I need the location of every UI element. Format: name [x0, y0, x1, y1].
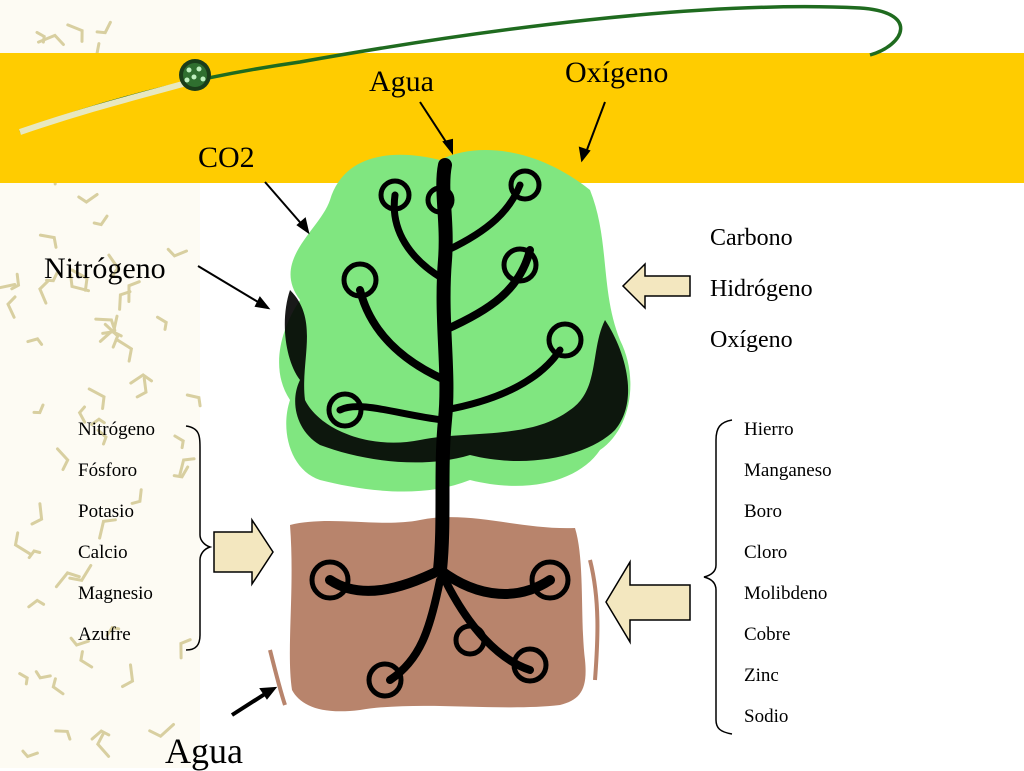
braces: [185, 419, 733, 735]
pattern-stroke: [10, 272, 21, 291]
pattern-stroke: [34, 670, 52, 680]
pattern-stroke: [30, 502, 44, 526]
pattern-stroke: [178, 457, 196, 477]
pattern-stroke: [35, 30, 46, 44]
pattern-stroke: [70, 268, 89, 292]
pattern-stroke: [77, 405, 87, 424]
macronutrient-item: Fósforo: [78, 460, 138, 481]
pattern-stroke: [90, 729, 111, 741]
macronutrient-list: Nitrógeno Fósforo Potasio Calcio Magnesi…: [78, 420, 155, 666]
pattern-stroke: [96, 428, 108, 446]
leaf-nutrient-item: Hidrógeno: [710, 276, 813, 302]
label-agua-top: Agua: [369, 65, 434, 98]
arrow-micronutrients: [605, 559, 691, 645]
pattern-stroke: [38, 279, 50, 305]
macronutrient-item: Magnesio: [78, 583, 153, 604]
brace-micronutrients: [703, 419, 733, 735]
pattern-stroke: [105, 625, 121, 637]
micronutrient-item: Cobre: [744, 624, 791, 645]
leaf-nutrient-list: Carbono Hidrógeno Oxígeno: [710, 226, 813, 379]
pattern-stroke: [94, 317, 117, 332]
pattern-stroke: [32, 403, 45, 415]
pattern-stroke: [21, 749, 39, 759]
pointer-arrows: [197, 101, 606, 717]
pattern-stroke: [103, 322, 120, 349]
pattern-stroke: [69, 636, 90, 647]
pattern-stroke: [69, 273, 90, 293]
pattern-stroke: [54, 571, 81, 589]
pattern-stroke: [130, 488, 143, 505]
pattern-stroke: [185, 393, 202, 408]
pattern-stroke: [107, 253, 120, 279]
pattern-stroke: [56, 447, 70, 471]
arrow-leaf-nutrients: [621, 262, 691, 310]
pattern-stroke: [98, 329, 123, 343]
label-co2: CO2: [198, 141, 255, 174]
pattern-stroke: [13, 531, 32, 556]
pattern-stroke: [87, 387, 106, 410]
pattern-stroke: [45, 270, 59, 283]
pattern-stroke: [95, 732, 111, 758]
pattern-stroke: [0, 283, 17, 290]
pattern-stroke: [38, 233, 58, 249]
pattern-stroke: [68, 564, 93, 582]
pattern-stroke: [118, 290, 132, 311]
pattern-stroke: [156, 315, 168, 331]
macronutrient-item: Nitrógeno: [78, 419, 156, 440]
macronutrient-item: Calcio: [78, 542, 128, 563]
pattern-stroke: [121, 663, 135, 688]
pattern-stroke: [26, 337, 44, 346]
pattern-stroke: [127, 280, 141, 303]
micronutrient-item: Boro: [744, 501, 782, 522]
tree-foliage: [279, 150, 631, 492]
arrow-macronutrients: [213, 517, 274, 587]
leaf-nutrient-item: Oxígeno: [710, 327, 793, 353]
pattern-stroke: [54, 729, 72, 741]
macronutrient-item: Potasio: [78, 501, 134, 522]
micronutrient-list: Hierro Manganeso Boro Cloro Molibdeno Co…: [744, 420, 832, 748]
pattern-stroke: [51, 677, 65, 696]
label-nitrogeno-air: Nitrógeno: [44, 252, 166, 285]
pattern-stroke: [27, 598, 46, 609]
micronutrient-item: Hierro: [744, 419, 794, 440]
pattern-stroke: [79, 650, 94, 669]
pattern-stroke: [66, 23, 84, 43]
pattern-stroke: [90, 417, 106, 426]
decorative-swoosh: [19, 4, 903, 135]
pattern-stroke: [18, 672, 29, 686]
pattern-stroke: [129, 373, 153, 385]
label-agua-bottom: Agua: [165, 731, 243, 771]
pattern-stroke: [77, 193, 99, 204]
macronutrient-item: Azufre: [78, 624, 131, 645]
micronutrient-item: Molibdeno: [744, 583, 828, 604]
pattern-stroke: [95, 20, 112, 35]
micronutrient-item: Sodio: [744, 706, 789, 727]
pattern-stroke: [114, 337, 134, 363]
pattern-stroke: [98, 518, 117, 540]
pattern-stroke: [92, 214, 109, 227]
pattern-stroke: [179, 638, 192, 660]
block-arrows: [213, 262, 691, 645]
micronutrient-item: Manganeso: [744, 460, 832, 481]
pattern-stroke: [173, 434, 185, 450]
leaf-nutrient-item: Carbono: [710, 225, 793, 251]
micronutrient-item: Cloro: [744, 542, 788, 563]
brace-macronutrients: [185, 425, 213, 651]
pattern-stroke: [6, 295, 17, 319]
pattern-stroke: [172, 465, 190, 479]
micronutrient-item: Zinc: [744, 665, 779, 686]
label-oxigeno-top: Oxígeno: [565, 56, 669, 89]
pattern-stroke: [135, 376, 148, 399]
tree-trunk-and-roots: [309, 158, 584, 699]
pattern-stroke: [166, 247, 188, 258]
pattern-stroke: [148, 723, 175, 738]
